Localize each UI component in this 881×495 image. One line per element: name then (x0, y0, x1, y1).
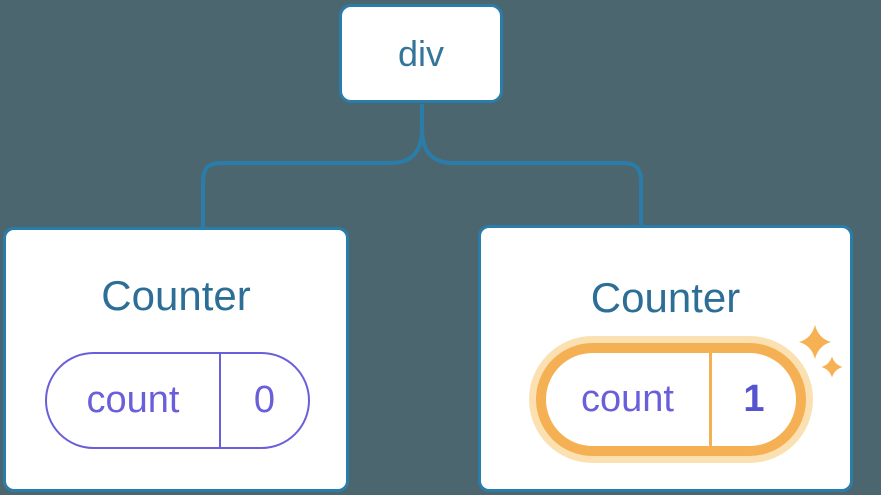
state-value: 0 (253, 379, 276, 421)
connector-left-branch (201, 104, 424, 229)
sparkle-large-icon (799, 325, 831, 359)
component-title: Counter (590, 274, 741, 321)
state-key-label: count (47, 354, 221, 447)
tree-node-div: div (339, 4, 503, 103)
tree-node-div-label: div (397, 32, 445, 74)
sparkle-small-icon (821, 356, 843, 378)
component-title: Counter (101, 272, 251, 319)
connector-right-branch (420, 104, 643, 227)
counter-card-right: Counter count 1 (478, 225, 853, 492)
state-pill: count 0 (45, 352, 310, 449)
state-key-label: count (546, 353, 712, 446)
state-pill-highlighted: count 1 (536, 343, 806, 456)
sparkles-icon (799, 325, 843, 378)
state-value: 1 (743, 378, 765, 420)
counter-card-left: Counter count 0 (3, 227, 349, 492)
